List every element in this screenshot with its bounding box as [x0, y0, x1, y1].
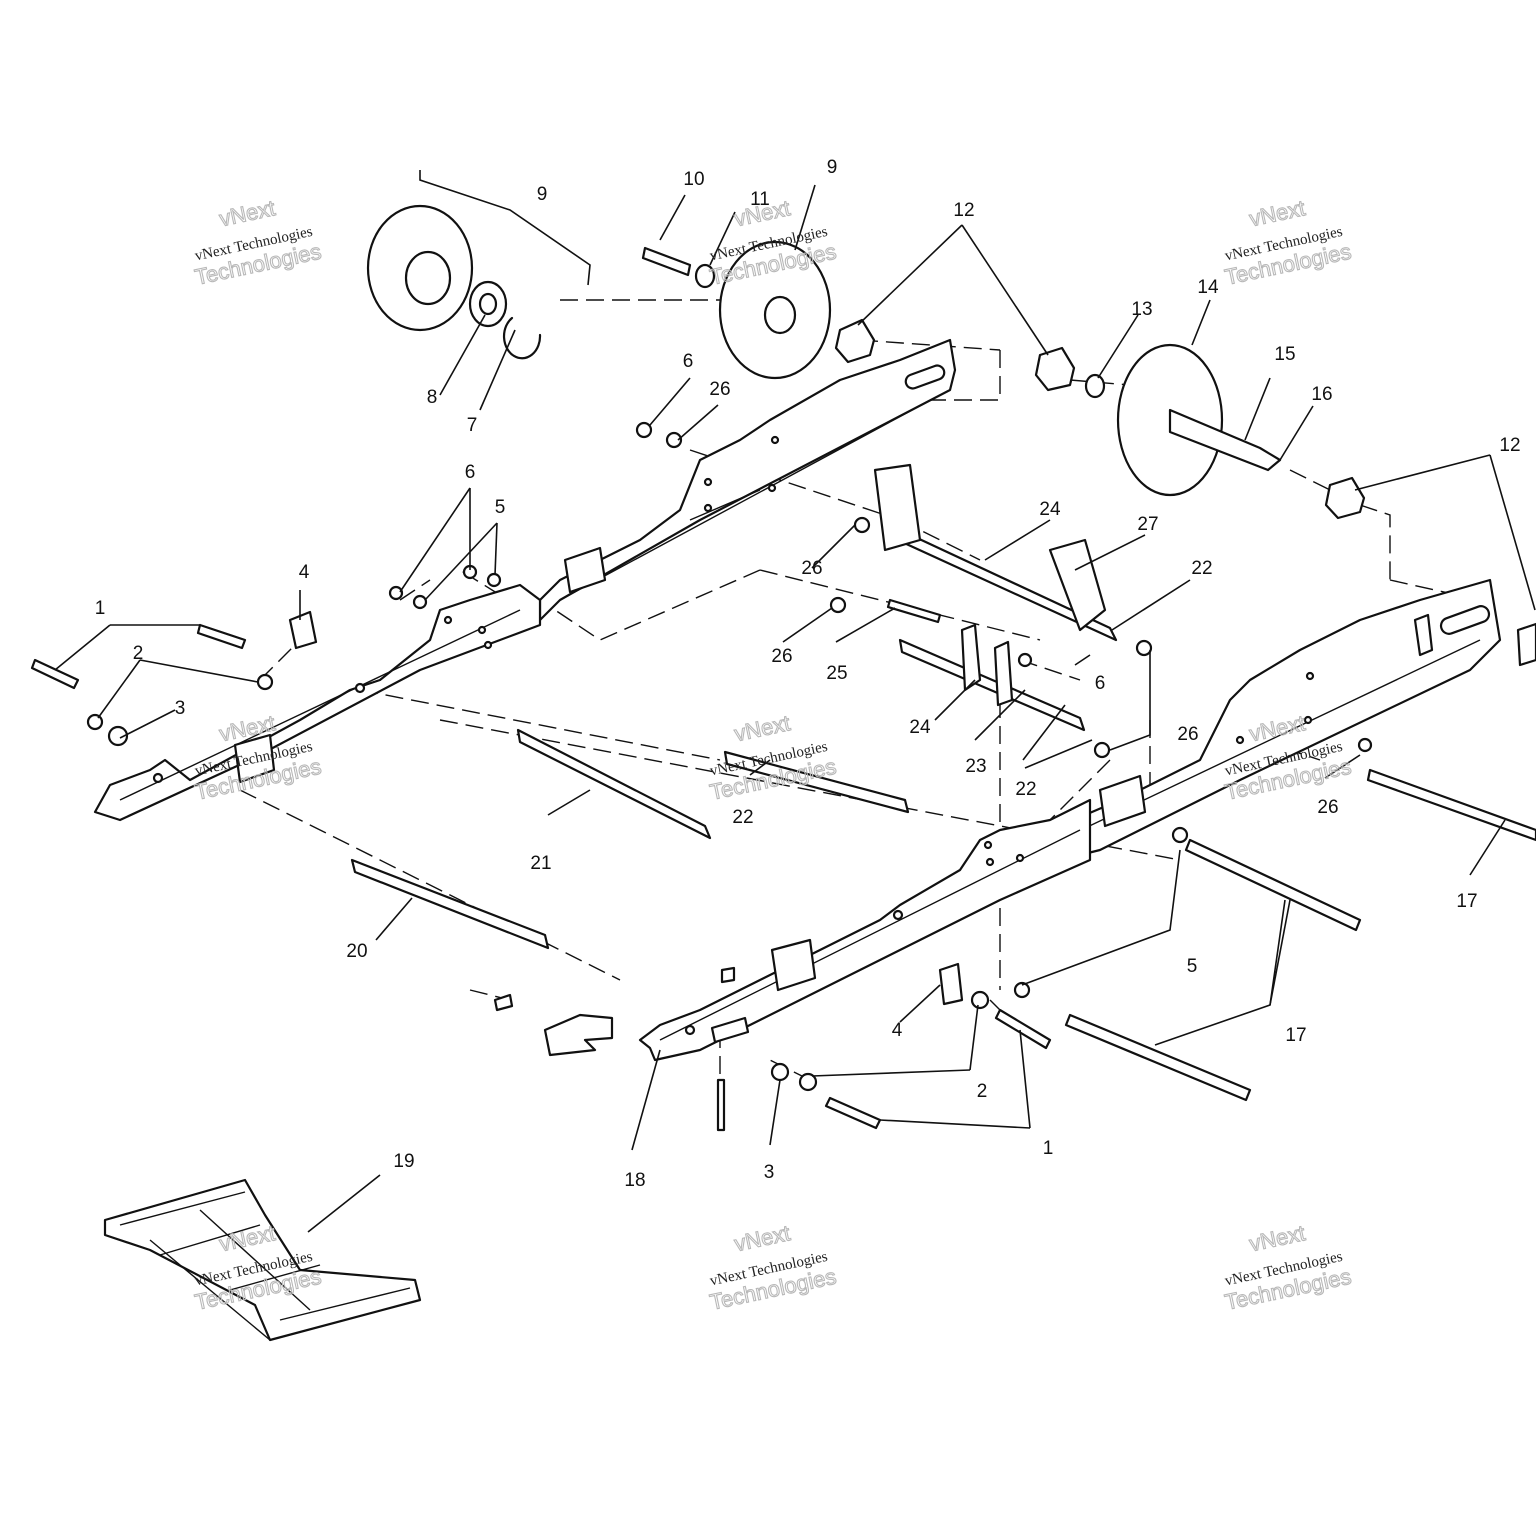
cross-shafts — [350, 528, 1118, 950]
torque-arm-brackets — [873, 463, 1107, 707]
fasteners — [30, 598, 1536, 1132]
watermark-line1: vNext — [1247, 1220, 1307, 1256]
watermark-bottom-center: vNext vNext Technologies Technologies — [707, 1220, 839, 1316]
callout-9: 9 — [827, 157, 838, 178]
right-slide-rail — [538, 338, 957, 622]
left-slide-rail-front — [93, 583, 542, 822]
callout-17: 17 — [1285, 1025, 1306, 1046]
callout-22: 22 — [732, 807, 753, 828]
watermark-line1: vNext — [732, 710, 792, 746]
callout-19: 19 — [393, 1151, 414, 1172]
callout-9: 9 — [537, 184, 548, 205]
callout-11: 11 — [750, 189, 770, 210]
watermark-mid-center: vNext vNext Technologies Technologies — [707, 710, 839, 806]
callout-14: 14 — [1197, 277, 1219, 298]
front-slide-rail — [638, 798, 1092, 1062]
callout-26: 26 — [801, 558, 822, 579]
callout-26: 26 — [771, 646, 792, 667]
callout-6: 6 — [683, 351, 694, 372]
watermark-bottom-right: vNext vNext Technologies Technologies — [1222, 1220, 1354, 1316]
callout-15: 15 — [1274, 344, 1295, 365]
left-slide-rail-rear — [1048, 578, 1502, 862]
rear-idler-wheel-assembly — [1084, 343, 1282, 497]
callout-22: 22 — [1015, 779, 1036, 800]
idler-wheel-assembly-center — [641, 240, 832, 380]
callout-8: 8 — [427, 387, 438, 408]
callout-25: 25 — [826, 663, 847, 684]
callout-2: 2 — [977, 1081, 988, 1102]
callout-5: 5 — [495, 497, 506, 518]
callout-23: 23 — [965, 756, 986, 777]
callout-2: 2 — [133, 643, 144, 664]
callout-17: 17 — [1456, 891, 1477, 912]
callout-12: 12 — [1499, 435, 1520, 456]
callout-26: 26 — [1177, 724, 1198, 745]
callout-22: 22 — [1191, 558, 1212, 579]
callout-7: 7 — [467, 415, 478, 436]
callout-24: 24 — [1039, 499, 1061, 520]
idler-wheel-assembly-left — [366, 204, 542, 360]
callout-leader-lines — [54, 170, 1536, 1233]
watermark-line1: vNext — [217, 195, 277, 231]
callout-20: 20 — [346, 941, 367, 962]
callout-16: 16 — [1311, 384, 1332, 405]
callout-26: 26 — [1317, 797, 1338, 818]
callout-13: 13 — [1131, 299, 1152, 320]
callout-24: 24 — [909, 717, 931, 738]
watermark-line1: vNext — [732, 1220, 792, 1256]
callout-27: 27 — [1137, 514, 1158, 535]
track-section — [103, 1178, 422, 1342]
callout-3: 3 — [764, 1162, 775, 1183]
callout-6: 6 — [1095, 673, 1106, 694]
callout-21: 21 — [530, 853, 551, 874]
callout-12: 12 — [953, 200, 974, 221]
watermark-top-left: vNext vNext Technologies Technologies — [192, 195, 324, 291]
callout-18: 18 — [624, 1170, 645, 1191]
rail-tip-and-bumper — [543, 1013, 614, 1057]
watermark-top-right: vNext vNext Technologies Technologies — [1222, 195, 1354, 291]
callout-4: 4 — [892, 1020, 903, 1041]
callout-1: 1 — [1043, 1138, 1054, 1159]
wheel-spacers — [834, 318, 1536, 667]
callout-3: 3 — [175, 698, 186, 719]
callout-1: 1 — [95, 598, 106, 619]
callout-labels: 9 8 7 10 11 9 12 13 14 15 16 12 6 26 6 5… — [95, 157, 1521, 1191]
callout-5: 5 — [1187, 956, 1198, 977]
callout-26: 26 — [709, 379, 730, 400]
callout-4: 4 — [299, 562, 310, 583]
callout-6: 6 — [465, 462, 476, 483]
callout-10: 10 — [683, 169, 704, 190]
watermark-line1: vNext — [1247, 195, 1307, 231]
